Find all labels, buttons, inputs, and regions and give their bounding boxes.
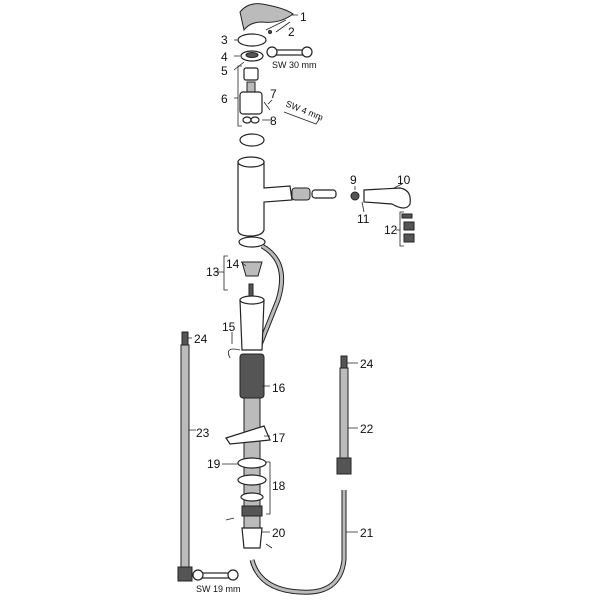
- leader-lines: [188, 14, 403, 533]
- clip-15: [227, 348, 241, 359]
- spray-head: [363, 187, 411, 209]
- cover-ring: [237, 33, 267, 47]
- aerator-parts: [401, 213, 415, 243]
- label-part-12: 12: [384, 223, 398, 237]
- threaded-rod-16: [239, 353, 265, 399]
- hose-nut-22: [336, 457, 352, 475]
- fitting-24-right: [340, 355, 348, 369]
- o-ring-top: [239, 133, 265, 147]
- hose-nut-23: [177, 566, 193, 582]
- screw-b: [265, 543, 273, 549]
- label-part-23: 23: [196, 426, 210, 440]
- wrench-sw30-icon: [266, 46, 313, 58]
- valve-14: [241, 261, 263, 277]
- label-part-5: 5: [221, 64, 228, 78]
- hose-21: [249, 490, 347, 595]
- faucet-body: [237, 161, 293, 237]
- washer-19: [237, 457, 267, 469]
- label-wrench-19: SW 19 mm: [196, 584, 241, 594]
- label-part-24-left: 24: [194, 332, 208, 346]
- label-part-11: 11: [357, 212, 370, 226]
- label-part-19: 19: [207, 457, 221, 471]
- screw-a: [225, 517, 235, 521]
- bracket-18: [266, 461, 271, 515]
- label-part-10: 10: [397, 173, 411, 187]
- bracket-12: [399, 211, 404, 247]
- label-part-3: 3: [221, 33, 228, 47]
- bracket-6: [237, 65, 242, 127]
- cartridge-body: [239, 91, 263, 115]
- label-wrench-30: SW 30 mm: [272, 60, 317, 70]
- label-part-8: 8: [270, 114, 277, 128]
- hex-key-icon: [283, 111, 321, 125]
- label-part-20: 20: [272, 526, 286, 540]
- cartridge-nut: [243, 67, 259, 81]
- label-part-1: 1: [300, 10, 307, 24]
- label-part-7: 7: [270, 87, 277, 101]
- label-part-6: 6: [221, 92, 228, 106]
- label-part-13: 13: [206, 265, 220, 279]
- mounting-bracket-17: [225, 425, 271, 445]
- shank: [239, 299, 265, 351]
- label-part-14: 14: [226, 257, 240, 271]
- supply-hose-23: [180, 344, 190, 568]
- label-part-16: 16: [272, 381, 286, 395]
- label-hex-key-4: SW 4 mm: [284, 99, 324, 123]
- label-part-24-right: 24: [360, 357, 374, 371]
- o-ring-body: [238, 236, 266, 248]
- supply-hose-22: [339, 367, 349, 459]
- label-part-18: 18: [272, 479, 286, 493]
- connector-tip: [311, 189, 337, 199]
- clips: [242, 116, 260, 124]
- label-part-15: 15: [222, 320, 236, 334]
- wrench-sw19-icon: [192, 569, 239, 581]
- check-valve-9: [350, 191, 360, 201]
- set-screw: [268, 30, 272, 34]
- mounting-rod: [243, 397, 261, 549]
- weight-20: [241, 527, 263, 549]
- nut-18: [241, 505, 263, 517]
- label-part-22: 22: [360, 422, 374, 436]
- shank-top: [239, 295, 265, 305]
- label-part-2: 2: [288, 25, 295, 39]
- cartridge-stem: [246, 81, 256, 93]
- connector: [291, 187, 311, 201]
- body-top-opening: [237, 156, 265, 168]
- label-part-9: 9: [350, 173, 357, 187]
- label-part-17: 17: [272, 431, 286, 445]
- washer-18a: [237, 474, 267, 486]
- nut-inner: [245, 52, 259, 58]
- screw-7: [263, 101, 271, 111]
- bracket-13: [223, 255, 228, 291]
- fitting-24-left: [181, 331, 189, 346]
- washer-18b: [240, 492, 264, 502]
- lever-handle: [239, 3, 294, 32]
- label-part-21: 21: [360, 526, 374, 540]
- label-part-4: 4: [221, 50, 228, 64]
